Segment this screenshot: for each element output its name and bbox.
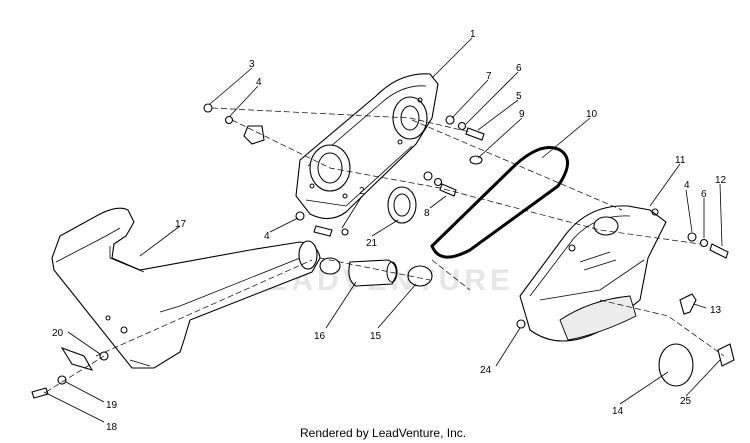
callout-21: 21 — [366, 238, 378, 249]
alignment-lines — [45, 107, 725, 393]
callout-12: 12 — [715, 175, 727, 186]
callout-leaders — [43, 37, 723, 423]
callout-4-right: 4 — [684, 180, 690, 191]
callout-16: 16 — [314, 331, 326, 342]
callout-14: 14 — [612, 406, 624, 417]
callout-18: 18 — [106, 422, 118, 433]
callout-11: 11 — [675, 155, 686, 166]
callout-8: 8 — [424, 208, 430, 219]
callout-20: 20 — [52, 328, 64, 339]
credit-line: Rendered by LeadVenture, Inc. — [300, 426, 466, 440]
callout-25: 25 — [680, 396, 692, 407]
callout-17: 17 — [175, 219, 187, 230]
drive-belt-part-10 — [430, 146, 569, 259]
hardware-bottom-left — [31, 346, 109, 399]
callout-1: 1 — [470, 29, 476, 40]
air-duct-part-17 — [51, 207, 321, 369]
bracket-part-13 — [679, 293, 697, 315]
callout-13: 13 — [710, 305, 722, 316]
callout-6-top: 6 — [516, 63, 522, 74]
callout-4-left: 4 — [264, 231, 270, 242]
outer-cover-part-11 — [519, 205, 667, 342]
round-disc-part-14 — [658, 343, 694, 387]
callout-15: 15 — [370, 331, 382, 342]
callout-19: 19 — [106, 400, 118, 411]
callout-10: 10 — [586, 109, 598, 120]
callout-3: 3 — [249, 59, 255, 70]
callout-2: 2 — [359, 186, 365, 197]
callout-9: 9 — [519, 109, 525, 120]
callout-4-top: 4 — [256, 77, 262, 88]
callout-24: 24 — [480, 365, 492, 376]
callout-7: 7 — [486, 71, 492, 82]
hardware-right-of-cover — [687, 232, 729, 259]
seal-part-21 — [387, 186, 417, 224]
callout-6-right: 6 — [701, 189, 707, 200]
label-part-25 — [717, 343, 735, 367]
callout-numbers: 1 2 3 4 4 4 5 6 6 7 8 9 10 11 12 13 14 1… — [52, 29, 727, 433]
callout-5: 5 — [516, 91, 522, 102]
inner-cover-part-1 — [295, 73, 439, 220]
nut-part-24 — [516, 319, 526, 329]
